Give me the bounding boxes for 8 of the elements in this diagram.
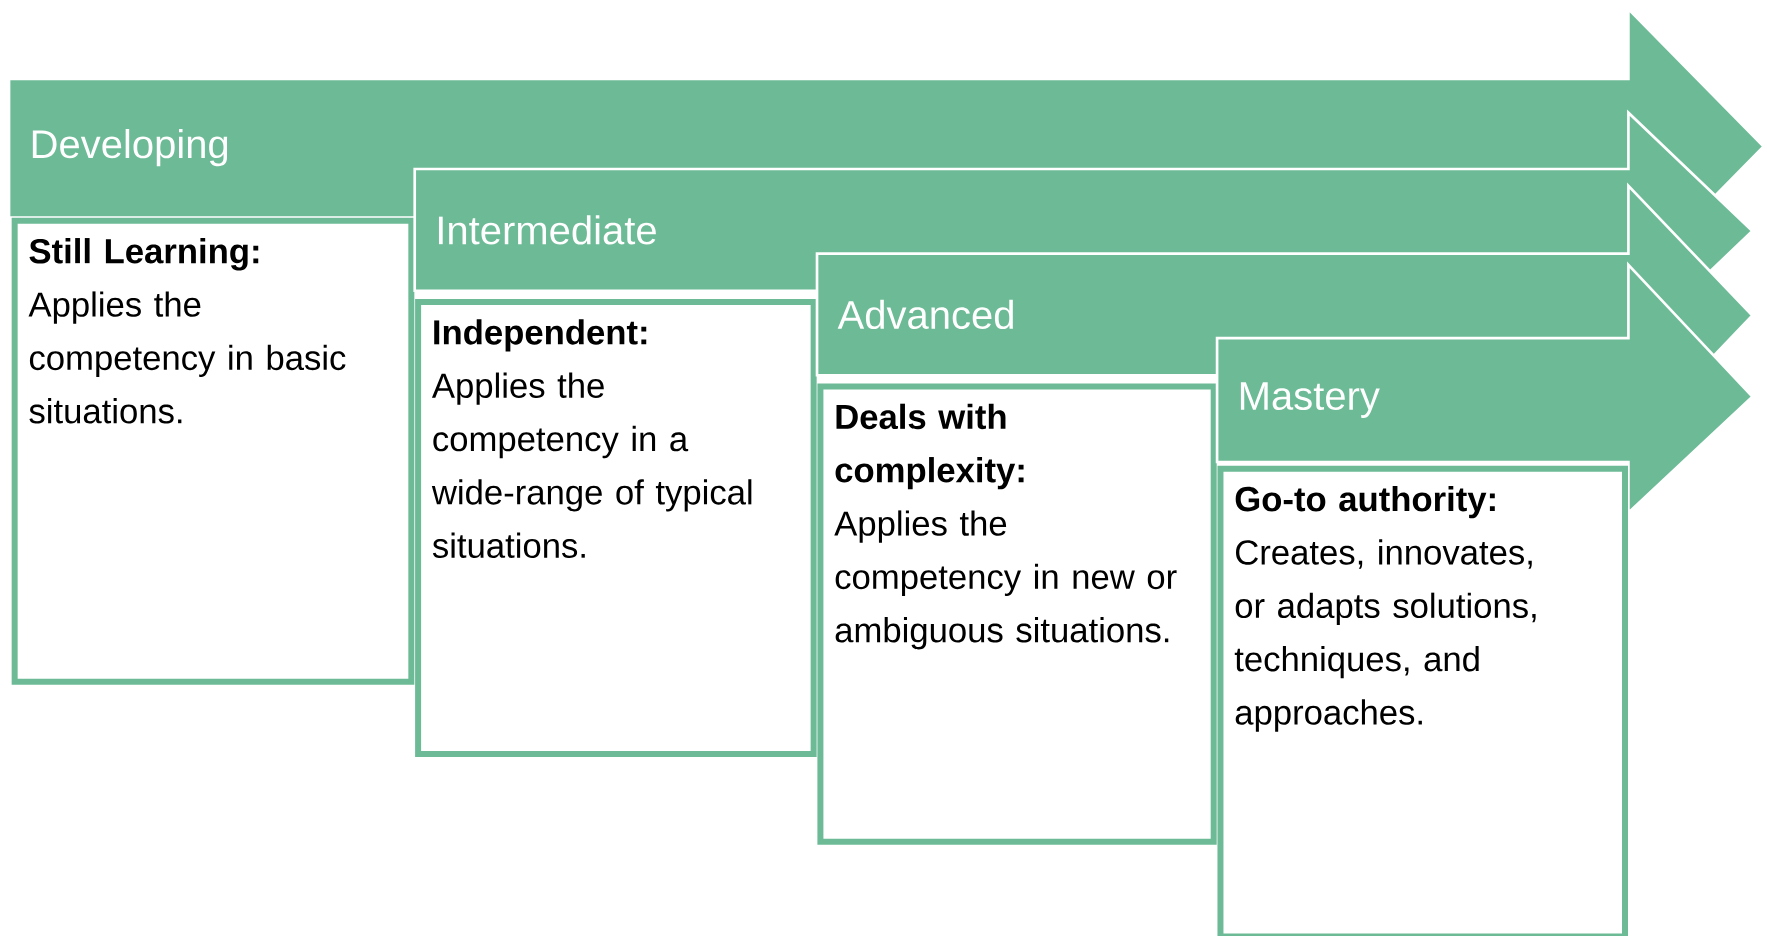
description-box: Still Learning: Applies the competency in basic situations. xyxy=(11,217,415,685)
node-label: Advanced xyxy=(837,299,1013,329)
node-label: Intermediate xyxy=(438,214,656,245)
node-label: Developing xyxy=(32,128,228,167)
description-box: Deals with complexity: Applies the competency in new or ambiguous situations. xyxy=(817,383,1217,845)
description-box: Independent: Applies the competency in a wide-range of typical situations. xyxy=(415,298,817,757)
description-box: Go-to authority: Creates, innovates, or adapts solutions, techniques, and approaches. xyxy=(1217,465,1629,936)
node-label: Mastery xyxy=(1240,381,1380,418)
